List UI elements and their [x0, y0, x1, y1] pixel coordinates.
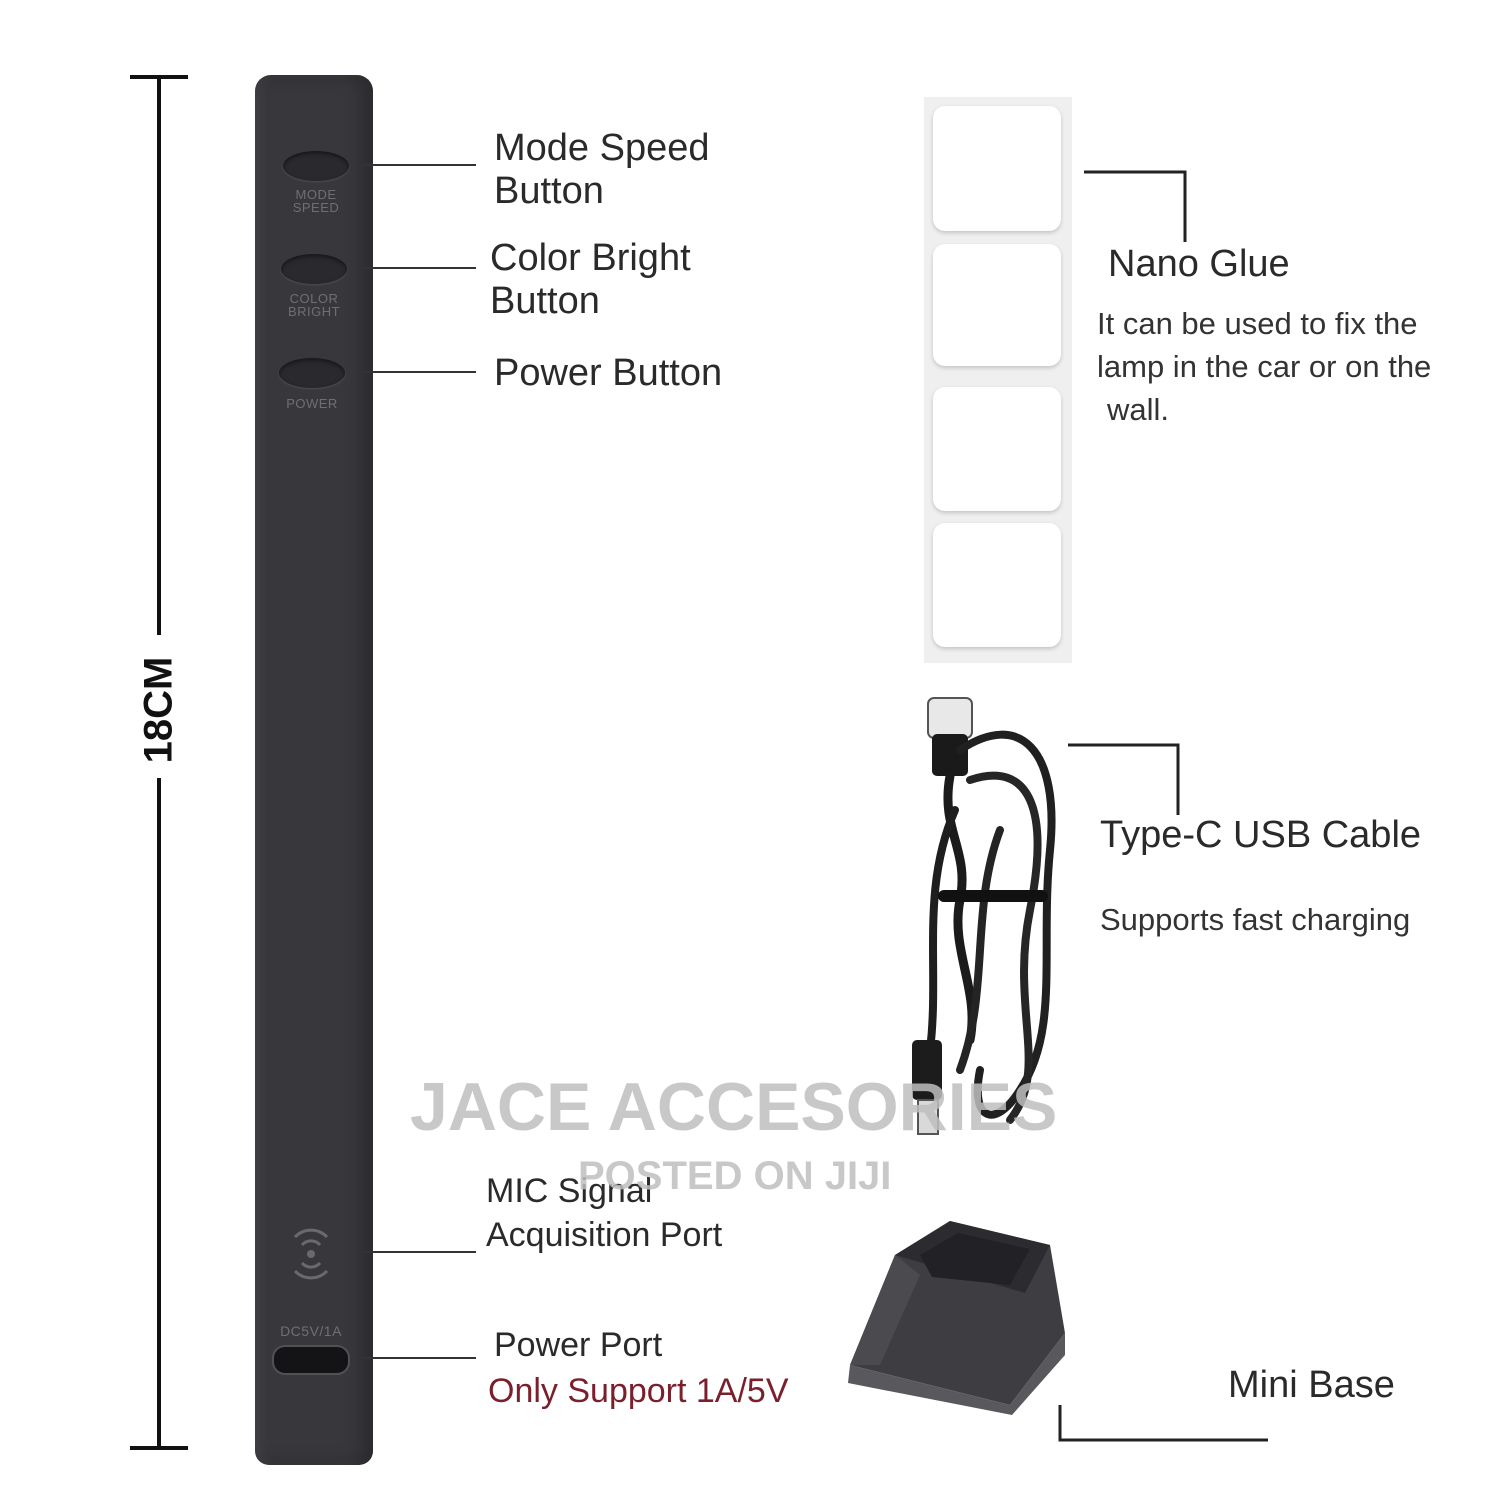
- mini-base-title: Mini Base: [1228, 1364, 1395, 1406]
- power-button-label: Power Button: [494, 352, 723, 394]
- power-port-warning: Only Support 1A/5V: [488, 1372, 789, 1410]
- mic-signal-icon: [293, 1228, 329, 1280]
- watermark-brand: JACE ACCESORIES: [410, 1069, 1058, 1145]
- leader-lines-right: [1058, 170, 1268, 1442]
- power-button[interactable]: [279, 358, 345, 388]
- mini-base-illustration: [848, 1221, 1065, 1415]
- usb-cable-description: Supports fast charging: [1100, 902, 1411, 937]
- light-bar: [255, 75, 373, 1465]
- power-port-label: Power Port Only Support 1A/5V: [488, 1323, 789, 1413]
- glue-pad: [933, 387, 1061, 511]
- port-caption: DC5V/1A: [280, 1323, 342, 1339]
- watermark-posted: POSTED ON JIJI: [578, 1154, 892, 1198]
- power-caption: POWER: [286, 396, 338, 411]
- mode-speed-button[interactable]: [283, 151, 349, 181]
- glue-pad: [933, 244, 1061, 366]
- type-c-port: [272, 1345, 350, 1375]
- glue-pad: [933, 523, 1061, 647]
- mic-port-label: MIC Signal Acquisition Port: [486, 1172, 723, 1254]
- nano-glue-sheet: [924, 97, 1072, 663]
- color-bright-caption: COLOR BRIGHT: [287, 291, 341, 319]
- mode-speed-caption: MODE SPEED: [292, 187, 340, 215]
- nano-glue-description: It can be used to fix the lamp in the ca…: [1097, 306, 1432, 427]
- glue-pad: [933, 106, 1061, 231]
- color-bright-button[interactable]: [281, 254, 347, 284]
- mode-speed-label: Mode Speed Button: [494, 127, 710, 212]
- leader-lines-left: [355, 164, 476, 1359]
- color-bright-label: Color Bright Button: [490, 237, 691, 322]
- usb-cable-illustration: [912, 697, 1056, 1135]
- usb-cable-title: Type-C USB Cable: [1100, 814, 1422, 856]
- nano-glue-title: Nano Glue: [1108, 243, 1290, 285]
- dimension-marker: [130, 75, 188, 1450]
